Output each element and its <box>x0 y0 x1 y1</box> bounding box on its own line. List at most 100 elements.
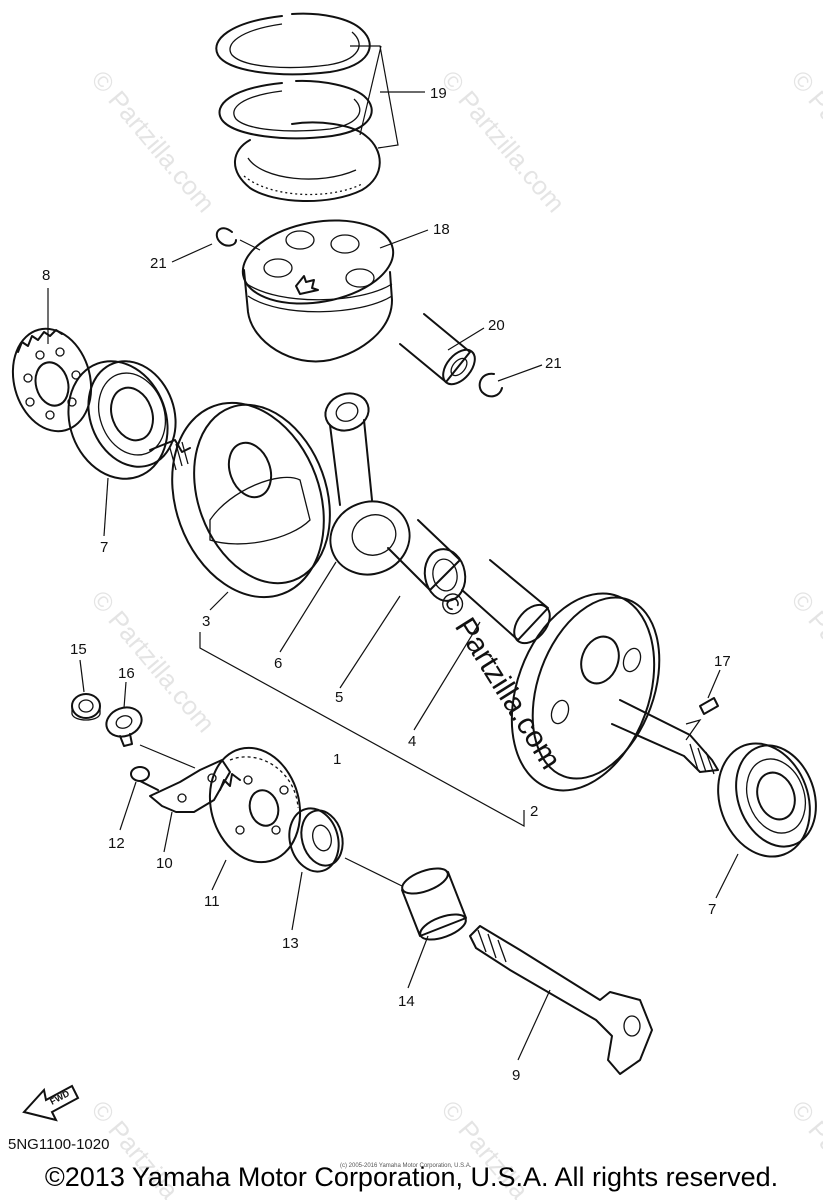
small-copyright: (c) 2005-2016 Yamaha Motor Corporation, … <box>340 1163 472 1169</box>
rod-small-end <box>324 392 370 432</box>
needle-bearing-top <box>401 867 449 895</box>
leader-20 <box>447 327 485 351</box>
leader-6 <box>279 561 337 653</box>
washer-body <box>105 706 143 738</box>
callout-21: 21 <box>150 255 167 272</box>
bearing-race <box>746 758 806 834</box>
rod-small-bore <box>335 402 359 422</box>
balancer-shaft-body <box>469 925 653 1075</box>
circlip-right <box>478 372 503 398</box>
callout-14: 14 <box>398 993 415 1010</box>
lock-washer <box>105 706 143 747</box>
right-wheel-small-hole <box>550 699 570 725</box>
rod-big-end <box>329 500 411 576</box>
callout-21: 21 <box>545 355 562 372</box>
watermark-text: © Partzilla.com <box>85 65 221 218</box>
leader-15 <box>79 659 85 693</box>
callout-5: 5 <box>335 689 343 706</box>
right-shaft-splines <box>689 743 715 775</box>
crank-pin-body <box>461 559 549 641</box>
gear-disc <box>208 746 302 864</box>
gear-teeth <box>17 329 63 353</box>
gear-hole <box>55 347 65 357</box>
bearing-outer <box>288 807 340 873</box>
callout-6: 6 <box>274 655 282 672</box>
balancer-bearing <box>288 807 344 873</box>
callout-20: 20 <box>488 317 505 334</box>
nut <box>71 693 101 721</box>
bearing-outer <box>717 742 811 858</box>
washer-hole <box>115 715 133 729</box>
crank-wheel-left <box>149 401 331 599</box>
drive-gear <box>11 327 93 433</box>
diagram-code: 5NG1100-1020 <box>8 1136 110 1153</box>
alignment-line <box>344 857 403 887</box>
rod-beam <box>329 419 373 506</box>
alignment-line <box>239 239 261 251</box>
callout-11: 11 <box>204 893 220 910</box>
leader-10 <box>163 811 173 853</box>
middle-ring-inner <box>233 90 361 132</box>
pin-body <box>399 313 471 383</box>
leader-7b <box>715 853 739 899</box>
leader-4 <box>413 621 481 731</box>
woodruff-key <box>699 697 719 715</box>
valve-relief <box>285 230 315 250</box>
crank-pin-end <box>513 603 551 645</box>
watermark-text: © Partzilla.com <box>785 65 823 218</box>
watermark-text: © Partzilla.com <box>435 65 571 218</box>
watermark-text: © Partzilla.com <box>85 585 221 738</box>
left-wheel-face <box>193 403 331 585</box>
callout-19: 19 <box>430 85 447 102</box>
leader-3 <box>209 591 229 611</box>
callout-7: 7 <box>708 901 716 918</box>
leader-7a <box>103 477 109 537</box>
piston-crown <box>241 219 395 305</box>
leader-16 <box>123 681 127 709</box>
gear-hole <box>23 373 33 383</box>
callout-13: 13 <box>282 935 299 952</box>
gear-hole <box>235 825 245 835</box>
rod-big-bore <box>351 514 397 556</box>
middle-ring <box>218 79 373 140</box>
bearing-right <box>717 742 817 858</box>
balancer-weight-hole <box>623 1015 641 1037</box>
callout-8: 8 <box>42 267 50 284</box>
bearing-race <box>98 372 166 456</box>
callout-numbers: 19 18 21 21 20 8 7 3 6 5 4 1 2 17 7 15 1… <box>42 85 731 1084</box>
callout-3: 3 <box>202 613 210 630</box>
valve-relief <box>330 234 360 254</box>
gear-hub <box>248 789 280 827</box>
balancer-shaft-splines <box>477 929 507 963</box>
big-end-bearing <box>387 519 467 602</box>
callout-17: 17 <box>714 653 731 670</box>
piston-ring-grooves <box>246 283 393 313</box>
washer-tab <box>119 733 133 747</box>
callout-12: 12 <box>108 835 125 852</box>
gear-hole <box>67 397 77 407</box>
bearing-cage-body <box>387 519 461 591</box>
leader-12 <box>119 781 137 831</box>
alignment-line <box>139 744 196 769</box>
bearing-bore <box>110 386 154 442</box>
plate-hole <box>177 793 187 803</box>
gear-hole <box>45 410 55 420</box>
forward-direction-indicator: FWD <box>22 1084 80 1122</box>
oil-ring-rail <box>243 175 363 196</box>
leader-21b <box>497 364 543 382</box>
gear-hub <box>34 361 70 407</box>
bolt-head <box>130 766 150 782</box>
callout-7: 7 <box>100 539 108 556</box>
ring-bracket-leader <box>350 45 420 149</box>
watermark-text-center: © Partzilla.com <box>432 586 567 775</box>
pin-bore <box>450 357 468 377</box>
bearing-cage-bore <box>432 558 458 592</box>
gear-hole <box>279 785 289 795</box>
piston-ring-set <box>215 12 381 203</box>
bearing-bore <box>756 771 796 821</box>
needle-bearing-body <box>401 871 467 937</box>
callout-10: 10 <box>156 855 173 872</box>
leader-9 <box>517 989 551 1061</box>
pin-end <box>442 348 476 386</box>
watermarks: © Partzilla.com © Partzilla.com © Partzi… <box>85 65 823 1200</box>
